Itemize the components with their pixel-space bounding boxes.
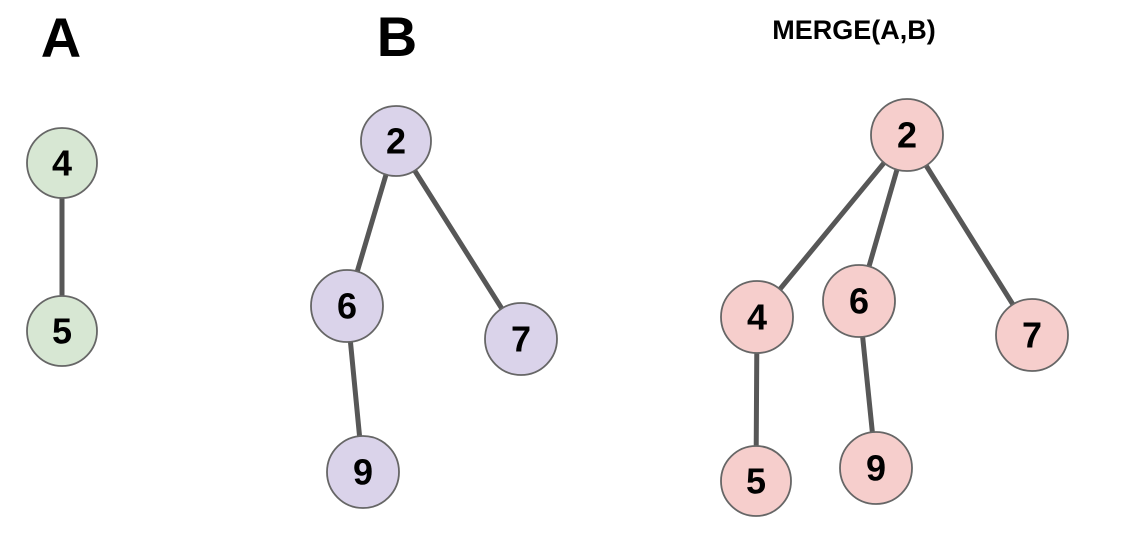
tree-b-title: B <box>377 5 417 68</box>
tree-b-node-6 <box>310 269 384 343</box>
tree-b-node-9 <box>326 435 400 509</box>
tree-merged-edge-2-7 <box>904 132 1035 338</box>
merge-title: MERGE(A,B) <box>772 15 936 45</box>
tree-merged-node-5 <box>720 445 792 517</box>
tree-b-node-7 <box>484 302 558 376</box>
tree-a-node-5 <box>26 295 98 367</box>
tree-merged-node-9 <box>839 431 913 505</box>
tree-a: 45 <box>26 127 98 367</box>
tree-merged-node-7 <box>995 298 1069 372</box>
tree-merged-node-6 <box>822 264 896 338</box>
tree-a-title: A <box>41 6 81 69</box>
tree-b-node-2 <box>360 105 432 177</box>
tree-a-node-4 <box>26 127 98 199</box>
tree-merged-edge-2-4 <box>754 132 910 320</box>
tree-merged-node-2 <box>870 98 944 172</box>
tree-merged-node-4 <box>720 280 794 354</box>
tree-b-edge-2-7 <box>393 138 524 342</box>
